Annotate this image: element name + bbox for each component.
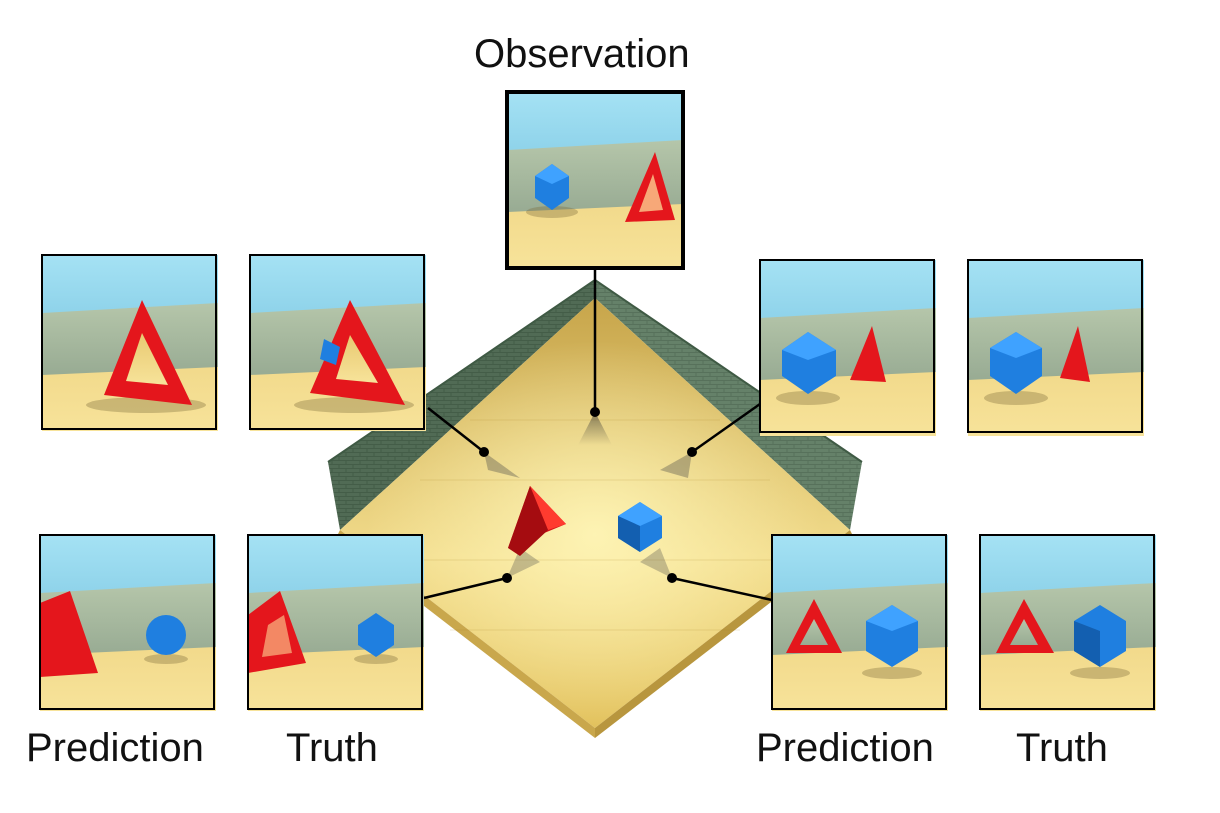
bottom-left-prediction-image <box>39 534 216 711</box>
truth-label-right: Truth <box>1016 726 1108 770</box>
truth-label-left: Truth <box>286 726 378 770</box>
bottom-right-truth-image <box>979 534 1156 711</box>
camera-points <box>479 407 697 583</box>
camera-cones <box>484 412 692 578</box>
room-wall-right <box>595 280 862 530</box>
top-left-prediction-image <box>41 254 218 431</box>
top-left-truth-image <box>249 254 426 431</box>
observation-image <box>505 90 685 270</box>
prediction-label-left: Prediction <box>26 726 204 770</box>
bottom-right-prediction-image <box>771 534 948 711</box>
room-red-object <box>508 486 566 556</box>
top-right-truth-image <box>967 259 1144 436</box>
bottom-left-truth-image <box>247 534 424 711</box>
observation-label: Observation <box>474 32 690 76</box>
connector-lines <box>423 268 773 602</box>
prediction-label-right: Prediction <box>756 726 934 770</box>
top-right-prediction-image <box>759 259 936 436</box>
room-blue-object <box>618 502 662 552</box>
room-wall-left <box>328 280 595 530</box>
